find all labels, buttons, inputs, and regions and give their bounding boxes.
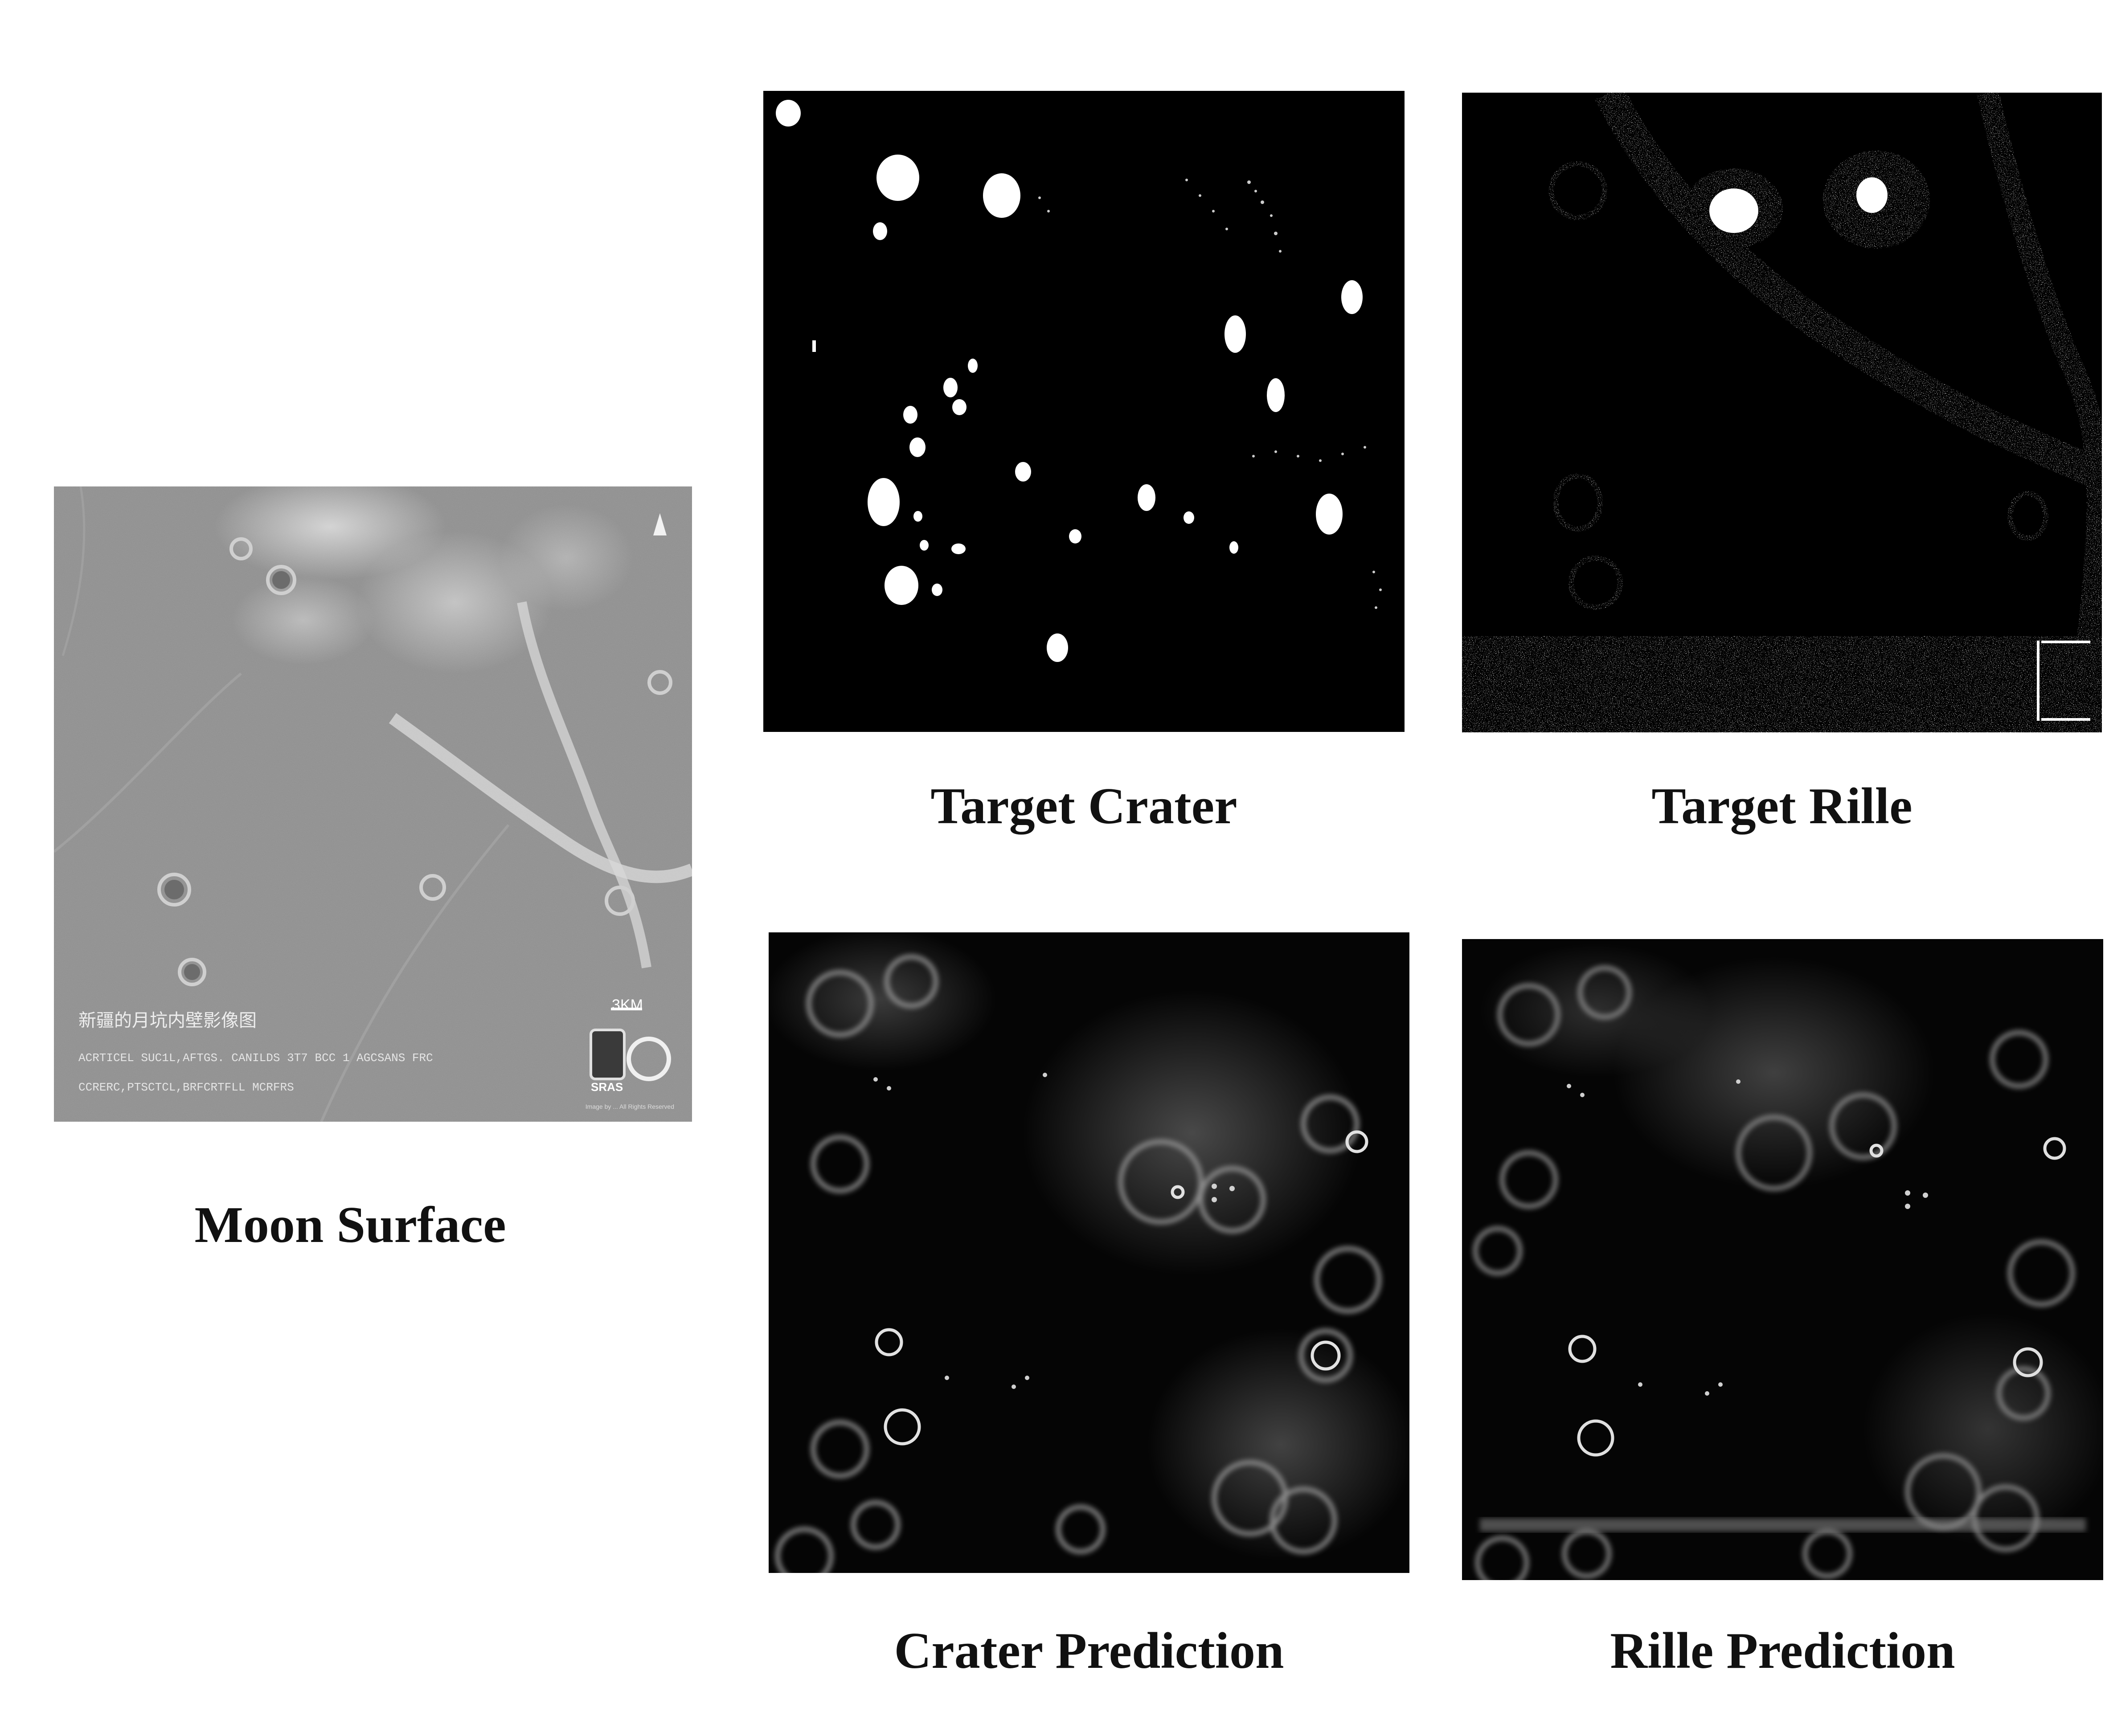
moon-info-line: CCRERC,PTSCTCL,BRFCRTFLL MCRFRS bbox=[78, 1081, 294, 1094]
target-crater-svg bbox=[763, 91, 1405, 732]
emblem-logo bbox=[627, 1037, 671, 1081]
moon-title-text: 新疆的月坑内壁影像图 bbox=[78, 1012, 257, 1032]
sras-logo bbox=[590, 1029, 626, 1080]
crater-prediction-caption: Crater Prediction bbox=[894, 1622, 1284, 1679]
target-crater-image bbox=[763, 91, 1405, 732]
moon-surface-caption: Moon Surface bbox=[194, 1197, 506, 1254]
credit-text: Image by ... All Rights Reserved bbox=[585, 1103, 674, 1110]
moon-info-line: ACRTICEL SUC1L,AFTGS. CANILDS 3T7 BCC 1 … bbox=[78, 1051, 433, 1065]
scale-bar bbox=[611, 1008, 642, 1010]
rille-prediction-caption: Rille Prediction bbox=[1610, 1622, 1955, 1679]
moon-surface-svg bbox=[54, 486, 692, 1122]
target-rille-svg bbox=[1462, 93, 2102, 732]
target-rille-caption: Target Rille bbox=[1651, 778, 1913, 835]
target-crater-caption: Target Crater bbox=[930, 778, 1237, 835]
target-rille-image bbox=[1462, 93, 2102, 732]
logo-text: SRAS bbox=[591, 1080, 623, 1094]
crater-prediction-svg bbox=[769, 932, 1409, 1573]
moon-surface-image: 新疆的月坑内壁影像图 ACRTICEL SUC1L,AFTGS. CANILDS… bbox=[54, 486, 692, 1122]
rille-prediction-svg bbox=[1462, 939, 2103, 1580]
crater-prediction-image bbox=[769, 932, 1409, 1573]
rille-prediction-image bbox=[1462, 939, 2103, 1580]
scale-label: 3KM bbox=[612, 997, 643, 1013]
